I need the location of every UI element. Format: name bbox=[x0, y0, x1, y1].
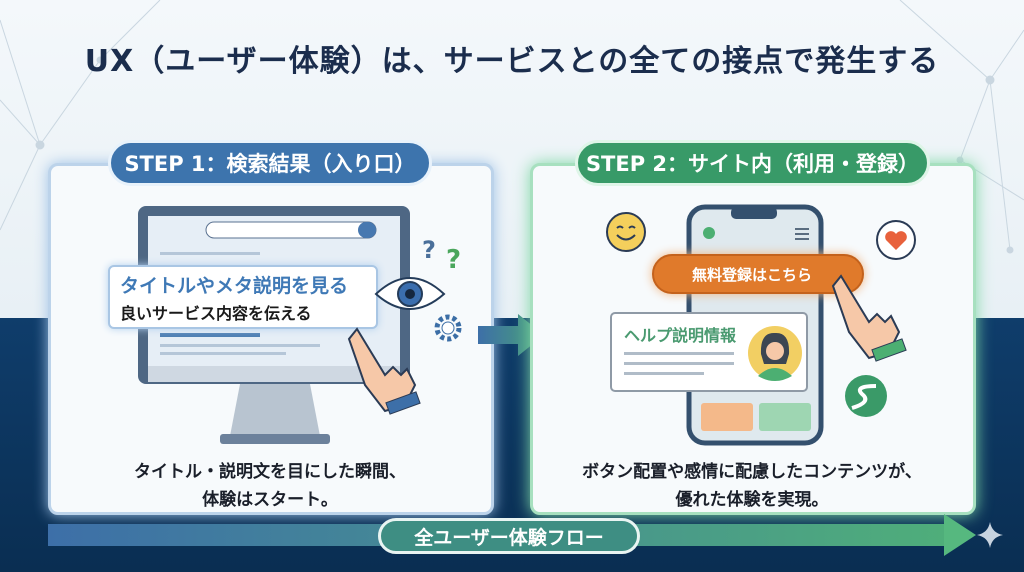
question-icon: ? bbox=[446, 245, 461, 275]
sparkle-icon bbox=[977, 522, 1003, 548]
callout-subtitle: 良いサービス内容を伝える bbox=[120, 304, 312, 323]
icons-step1: ? ? bbox=[374, 236, 462, 342]
step-arrow-icon bbox=[478, 314, 544, 356]
help-info-card: ヘルプ説明情報 bbox=[610, 312, 808, 392]
caption-line: 優れた体験を実現。 bbox=[675, 490, 829, 510]
eye-icon bbox=[374, 277, 446, 310]
heart-bubble-icon bbox=[876, 220, 916, 260]
step1-callout: タイトルやメタ説明を見る 良いサービス内容を伝える bbox=[108, 265, 378, 329]
question-icon: ? bbox=[422, 236, 436, 264]
callout-title: タイトルやメタ説明を見る bbox=[120, 275, 349, 297]
help-title: ヘルプ説明情報 bbox=[624, 326, 737, 345]
caption-line: タイトル・説明文を目にした瞬間、 bbox=[134, 462, 406, 482]
step1-caption: タイトル・説明文を目にした瞬間、 体験はスタート。 bbox=[60, 458, 480, 514]
pointing-hand-icon bbox=[347, 327, 421, 415]
step2-caption: ボタン配置や感情に配慮したコンテンツが、 優れた体験を実現。 bbox=[542, 458, 962, 514]
free-signup-button[interactable]: 無料登録はこちら bbox=[652, 254, 864, 294]
flow-label: 全ユーザー体験フロー bbox=[378, 518, 640, 554]
flow-arrow-head bbox=[944, 514, 976, 556]
journey-arrow-icon bbox=[845, 375, 887, 417]
step2-label: STEP 2：サイト内（利用・登録） bbox=[575, 140, 930, 186]
caption-line: ボタン配置や感情に配慮したコンテンツが、 bbox=[582, 462, 922, 482]
step1-label: STEP 1：検索結果（入り口） bbox=[108, 140, 432, 186]
smiley-icon bbox=[606, 212, 646, 252]
network-decoration bbox=[0, 0, 1024, 254]
page-title: UX（ユーザー体験）は、サービスとの全ての接点で発生する bbox=[84, 44, 940, 79]
search-icon bbox=[358, 222, 376, 238]
support-avatar bbox=[748, 326, 802, 381]
caption-line: 体験はスタート。 bbox=[202, 490, 338, 510]
pointing-hand-icon bbox=[831, 274, 907, 362]
gear-icon bbox=[434, 314, 462, 342]
